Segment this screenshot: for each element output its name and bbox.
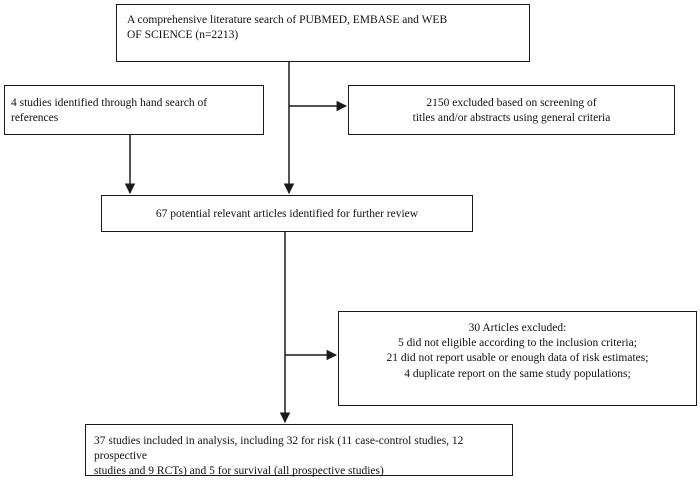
box-text-line: OF SCIENCE (n=2213) — [127, 29, 239, 42]
potential-articles-box: 67 potential relevant articles identifie… — [101, 195, 473, 232]
box-text-line: 4 duplicate report on the same study pop… — [404, 367, 631, 380]
box-text-line: 37 studies included in analysis, includi… — [94, 435, 464, 463]
box-text-line: 67 potential relevant articles identifie… — [155, 208, 419, 220]
hand-search-box: 4 studies identified through hand search… — [4, 85, 264, 135]
box-text-line: A comprehensive literature search of PUB… — [127, 14, 448, 26]
screening-excluded-box: 2150 excluded based on screening of titl… — [348, 85, 675, 135]
box-text-line: 2150 excluded based on screening of — [426, 97, 597, 109]
literature-search-box: A comprehensive literature search of PUB… — [116, 4, 530, 62]
box-text-line: 5 did not eligible according to the incl… — [398, 337, 637, 350]
articles-excluded-box: 30 Articles excluded: 5 did not eligible… — [338, 311, 697, 406]
box-text-line: 30 Articles excluded: — [468, 322, 567, 334]
included-studies-box: 37 studies included in analysis, includi… — [85, 424, 513, 478]
box-text-line: references — [11, 112, 59, 125]
box-text-line: 21 did not report usable or enough data … — [386, 352, 649, 365]
box-text-line: studies and 9 RCTs) and 5 for survival (… — [94, 465, 384, 478]
box-text-line: 4 studies identified through hand search… — [11, 97, 208, 109]
box-text-line: titles and/or abstracts using general cr… — [412, 112, 611, 125]
